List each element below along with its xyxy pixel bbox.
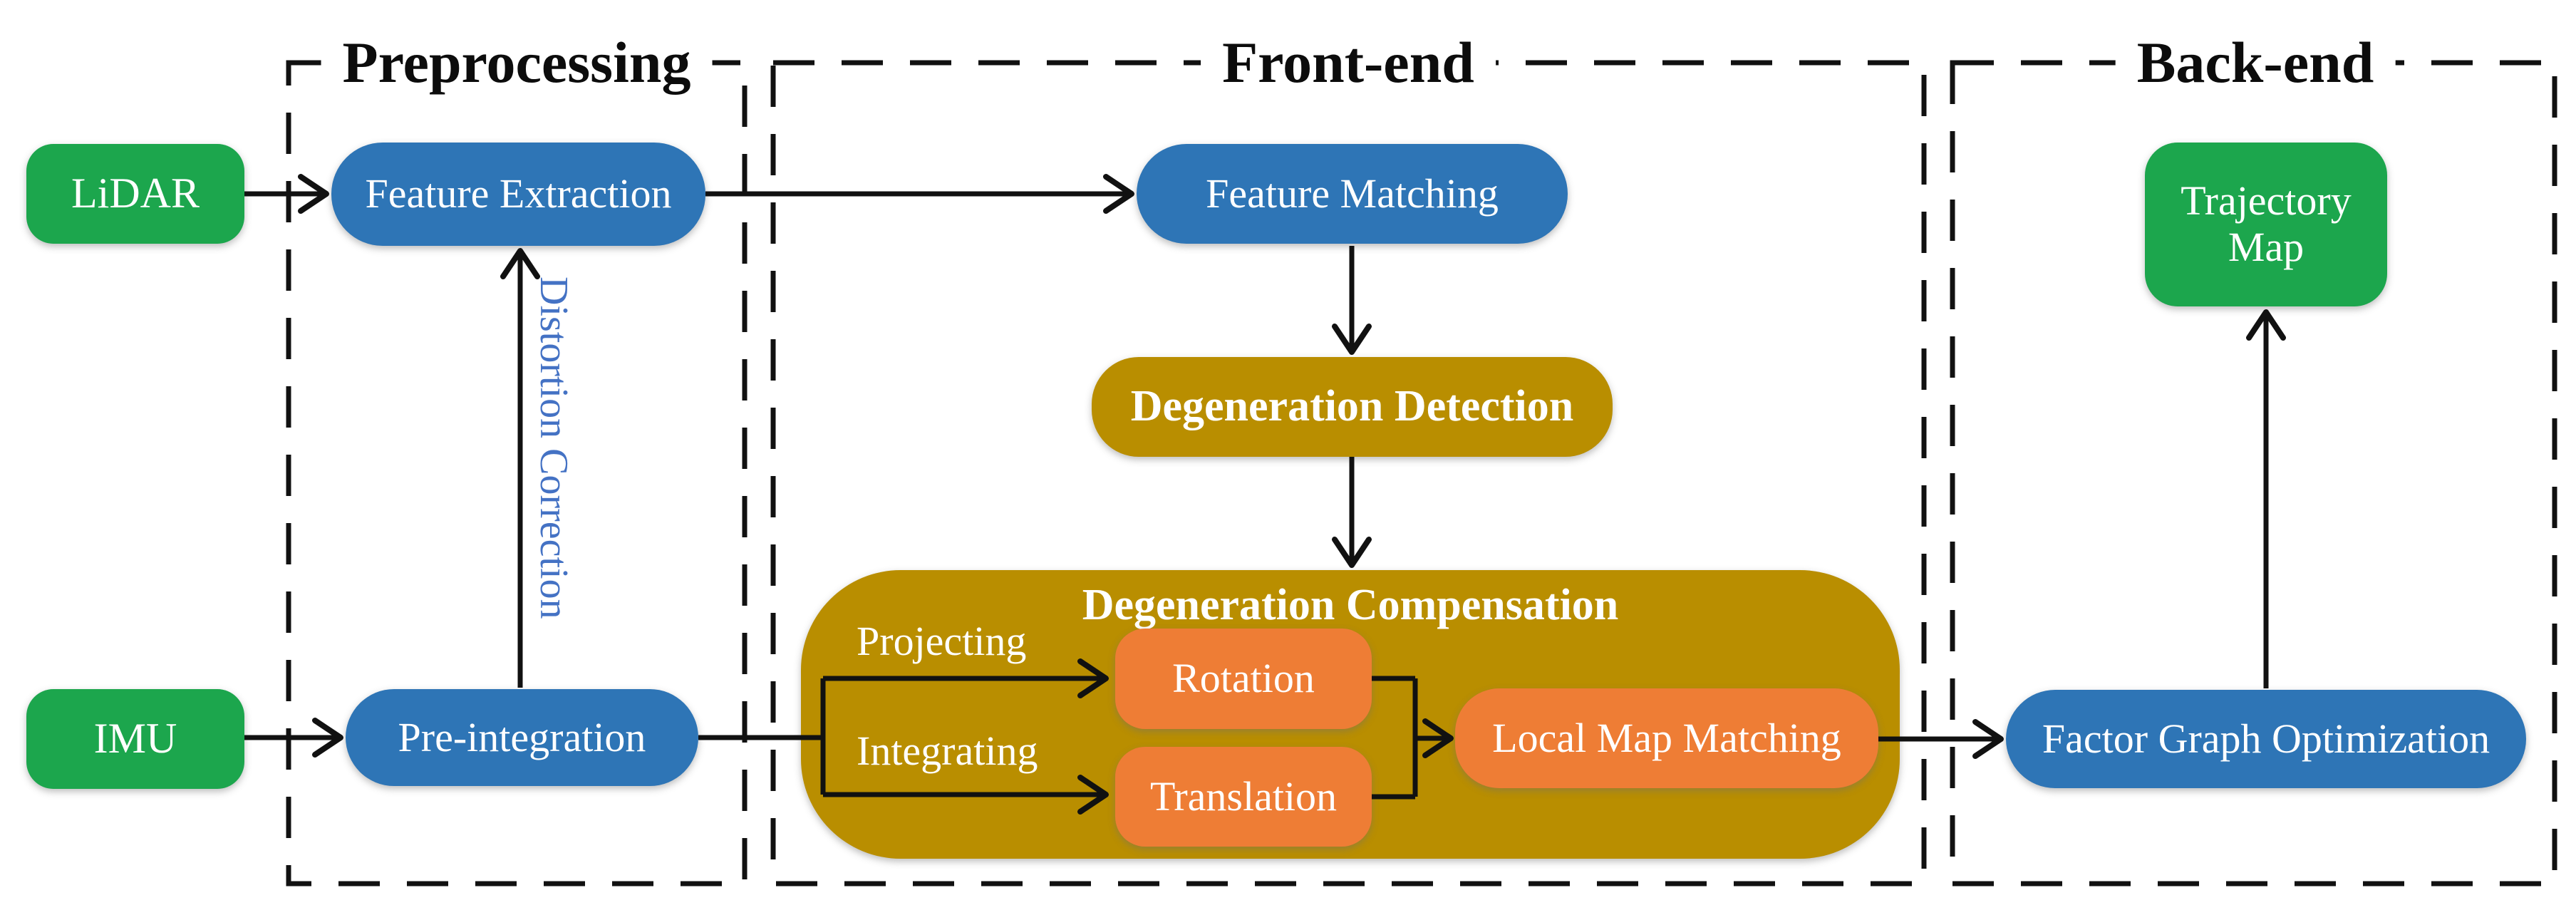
section-title-preprocessing: Preprocessing — [321, 26, 713, 100]
node-degeneration-detection: Degeneration Detection — [1092, 357, 1613, 457]
node-rotation: Rotation — [1115, 629, 1372, 729]
node-factor-graph-optimization: Factor Graph Optimization — [2006, 690, 2526, 788]
edge-label-integrating: Integrating — [857, 728, 1038, 774]
section-title-frontend: Front-end — [1201, 26, 1496, 100]
node-lidar: LiDAR — [26, 144, 244, 244]
node-feature-matching: Feature Matching — [1137, 144, 1568, 244]
node-local-map-matching: Local Map Matching — [1455, 688, 1878, 788]
node-translation: Translation — [1115, 747, 1372, 847]
section-title-backend: Back-end — [2115, 26, 2396, 100]
node-imu: IMU — [26, 689, 244, 789]
node-pre-integration: Pre-integration — [346, 689, 698, 786]
edge-label-distortion-correction: Distortion Correction — [532, 276, 576, 619]
node-trajectory-map: Trajectory Map — [2145, 143, 2387, 306]
edge-label-projecting: Projecting — [857, 618, 1027, 664]
node-feature-extraction: Feature Extraction — [331, 143, 705, 246]
